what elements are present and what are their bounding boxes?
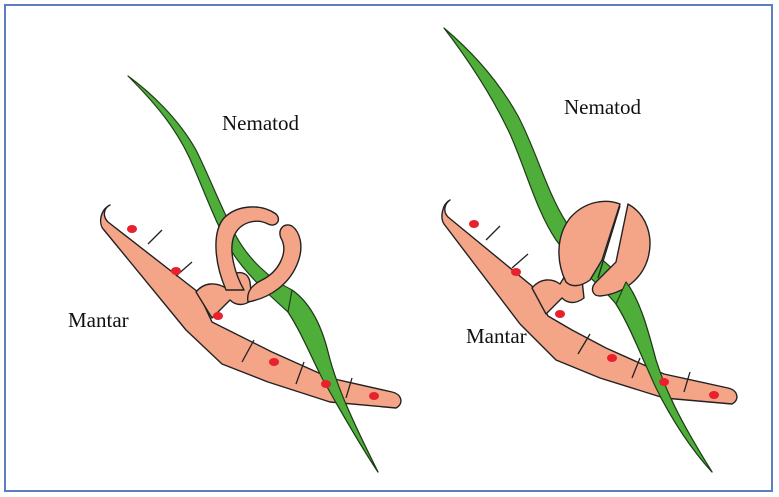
right-septum xyxy=(512,254,528,268)
left-nucleus xyxy=(321,380,331,388)
left-nucleus xyxy=(171,267,181,275)
left-panel: Nematod Mantar xyxy=(68,76,401,472)
right-nucleus xyxy=(511,268,521,276)
right-nucleus xyxy=(555,310,565,318)
left-septum xyxy=(148,230,162,244)
right-nucleus xyxy=(659,378,669,386)
right-septum xyxy=(486,226,500,240)
right-nucleus xyxy=(709,391,719,399)
left-nucleus xyxy=(269,358,279,366)
right-fungus-label: Mantar xyxy=(466,324,527,348)
left-nucleus xyxy=(369,392,379,400)
left-fungus-label: Mantar xyxy=(68,308,129,332)
left-fungus-hypha xyxy=(101,205,401,408)
right-nucleus xyxy=(469,220,479,228)
left-nematode-label: Nematod xyxy=(222,111,299,135)
right-nucleus xyxy=(607,354,617,362)
right-panel: Nematod Mantar xyxy=(442,28,737,472)
left-nucleus xyxy=(213,312,223,320)
left-nucleus xyxy=(127,225,137,233)
right-nematode-label: Nematod xyxy=(564,95,641,119)
